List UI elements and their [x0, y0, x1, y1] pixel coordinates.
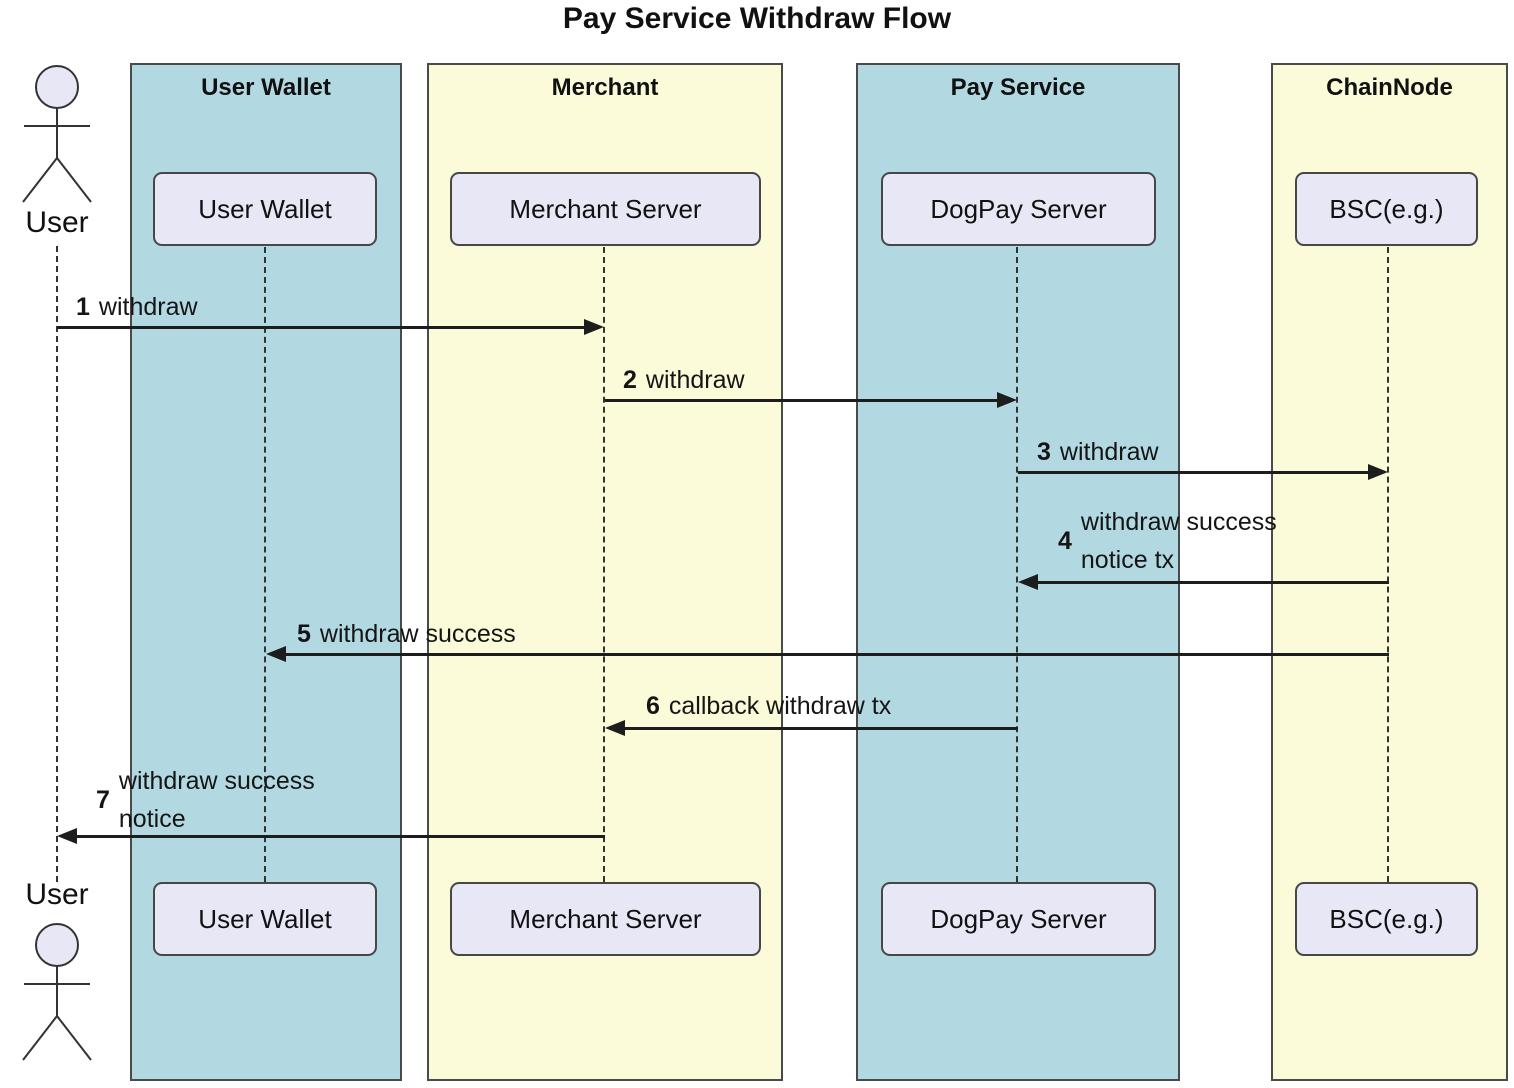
- message-4-line: [1037, 581, 1389, 584]
- lane-header-user-wallet: User Wallet: [201, 74, 331, 101]
- message-1-label: 1 withdraw: [76, 293, 198, 322]
- message-2-number: 2: [623, 366, 637, 394]
- message-7-line: [76, 835, 605, 838]
- message-1-line: [57, 326, 586, 329]
- lifeline-user: [56, 246, 58, 882]
- message-5-label: 5 withdraw success: [297, 620, 516, 649]
- message-3-text: withdraw: [1059, 438, 1159, 466]
- message-5-text: withdraw success: [319, 620, 516, 648]
- message-6-label: 6 callback withdraw tx: [646, 692, 891, 721]
- lane-header-merchant: Merchant: [551, 74, 659, 101]
- message-3-number: 3: [1037, 438, 1051, 466]
- lane-header-chainnode: ChainNode: [1326, 74, 1453, 101]
- message-4-label: 4 withdraw success notice tx: [1058, 503, 1277, 579]
- message-1-arrowhead-icon: [584, 319, 604, 335]
- participant-box-merchant-server-top: Merchant Server: [450, 172, 761, 246]
- lifeline-bsc: [1387, 247, 1389, 882]
- participant-box-user-wallet-bottom: User Wallet: [153, 882, 377, 956]
- message-2-line: [605, 399, 998, 402]
- participant-box-merchant-server-bottom: Merchant Server: [450, 882, 761, 956]
- message-6-number: 6: [646, 692, 660, 720]
- message-4-text-line2: notice tx: [1080, 546, 1175, 574]
- stick-figure-icon: [22, 65, 92, 203]
- message-3-arrowhead-icon: [1368, 464, 1388, 480]
- lane-header-pay-service: Pay Service: [950, 74, 1086, 101]
- lifeline-dogpay-server: [1016, 247, 1018, 882]
- participant-box-dogpay-server-bottom: DogPay Server: [881, 882, 1156, 956]
- message-2-arrowhead-icon: [997, 392, 1017, 408]
- lifeline-merchant-server: [603, 247, 605, 882]
- message-5-number: 5: [297, 620, 311, 648]
- message-7-text-line2: notice: [118, 805, 186, 833]
- message-7-label: 7 withdraw success notice: [96, 762, 315, 838]
- message-4-number: 4: [1058, 526, 1072, 555]
- participant-box-bsc-top: BSC(e.g.): [1295, 172, 1478, 246]
- stick-figure-icon: [22, 923, 92, 1061]
- message-6-arrowhead-icon: [605, 720, 625, 736]
- message-5-arrowhead-icon: [266, 646, 286, 662]
- message-7-text-line1: withdraw success: [118, 767, 315, 795]
- message-2-text: withdraw: [645, 366, 745, 394]
- message-4-arrowhead-icon: [1018, 574, 1038, 590]
- message-6-line: [624, 727, 1018, 730]
- diagram-title: Pay Service Withdraw Flow: [562, 2, 952, 35]
- actor-top-label: User: [25, 206, 89, 239]
- message-1-text: withdraw: [98, 293, 198, 321]
- message-1-number: 1: [76, 293, 90, 321]
- participant-box-dogpay-server-top: DogPay Server: [881, 172, 1156, 246]
- message-3-label: 3 withdraw: [1037, 438, 1159, 467]
- message-5-line: [285, 653, 1389, 656]
- participant-box-bsc-bottom: BSC(e.g.): [1295, 882, 1478, 956]
- message-2-label: 2 withdraw: [623, 366, 745, 395]
- message-3-line: [1018, 471, 1369, 474]
- message-7-arrowhead-icon: [57, 828, 77, 844]
- actor-bottom-label: User: [25, 878, 89, 911]
- participant-box-user-wallet-top: User Wallet: [153, 172, 377, 246]
- message-4-text-line1: withdraw success: [1080, 508, 1277, 536]
- message-6-text: callback withdraw tx: [668, 692, 892, 720]
- message-7-number: 7: [96, 785, 110, 814]
- lifeline-user-wallet: [264, 247, 266, 882]
